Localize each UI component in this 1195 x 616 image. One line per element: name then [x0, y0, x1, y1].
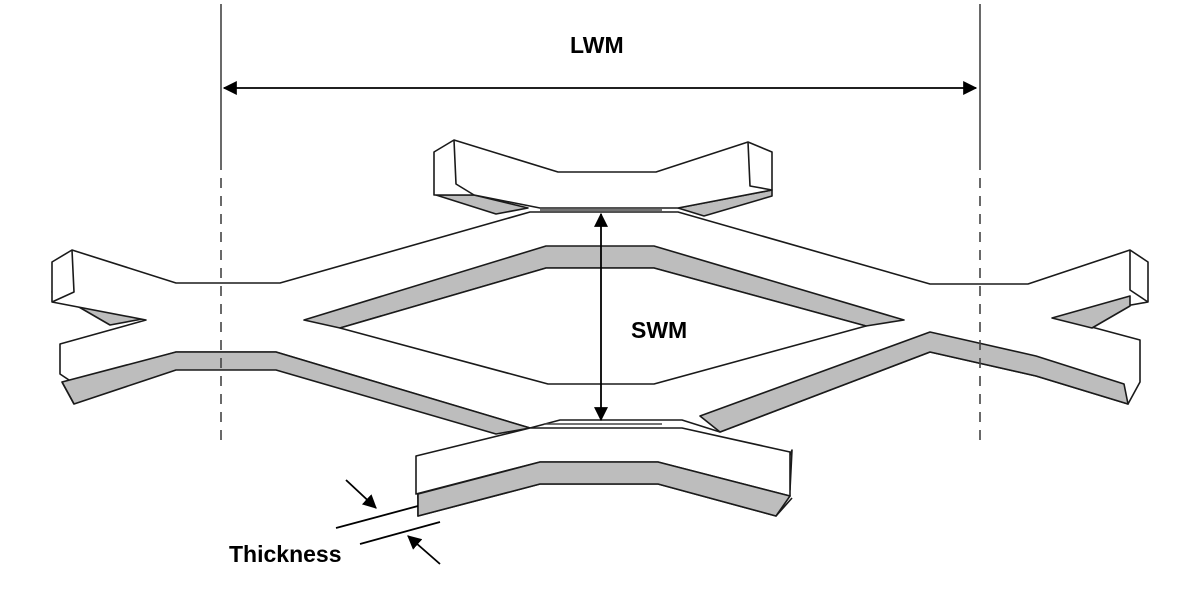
top-stub-right-edge — [747, 141, 773, 191]
top-stub-left-edge — [453, 139, 475, 196]
swm-label: SWM — [631, 317, 688, 343]
right-stub-shadow — [1051, 295, 1131, 329]
thickness-arrow-bottom — [407, 535, 441, 565]
dimension-arrows — [222, 81, 978, 565]
reference-lines — [220, 4, 981, 440]
thickness-extension-bottom — [359, 521, 441, 545]
left-stub-lower-edge — [61, 381, 75, 405]
lower-right-strand-shadow — [699, 331, 1129, 433]
thickness-label: Thickness — [229, 541, 342, 567]
lower-left-strand-shadow — [61, 351, 531, 435]
thickness-extension-top — [335, 505, 419, 529]
lwm-label: LWM — [570, 32, 624, 58]
thickness-arrow-top — [345, 479, 377, 509]
mesh-strands — [51, 139, 1149, 517]
right-stub-end-edge — [1129, 250, 1149, 303]
bottom-stub-front-shadow — [417, 461, 791, 517]
top-stub-body — [433, 139, 773, 209]
left-stub-end-edge — [51, 249, 75, 303]
